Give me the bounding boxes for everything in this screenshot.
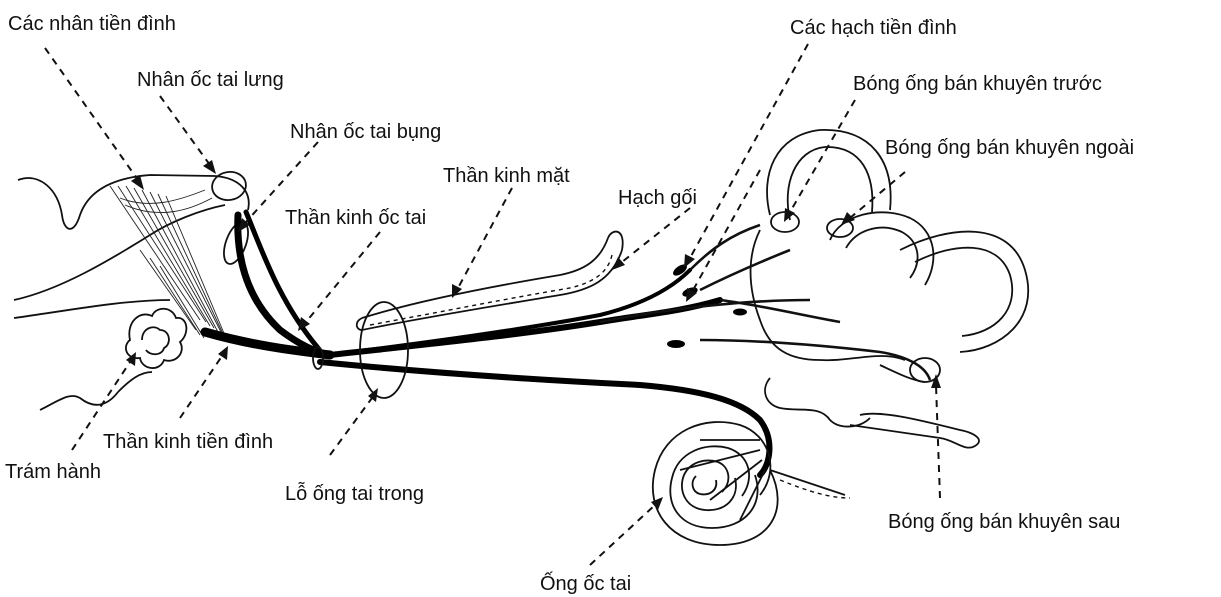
label-vestibular-nuclei: Các nhân tiền đình [8, 13, 176, 35]
label-olive: Trám hành [5, 461, 101, 483]
nerve-trunks [205, 212, 930, 475]
label-vestibular-ganglia: Các hạch tiền đình [790, 17, 957, 39]
label-dorsal-cochlear-nucleus: Nhân ốc tai lưng [137, 69, 284, 91]
vestibular-labyrinth [751, 130, 1029, 448]
leader-lines [45, 44, 941, 565]
facial-nerve-shape [357, 232, 623, 330]
label-internal-acoustic-meatus: Lỗ ống tai trong [285, 482, 424, 505]
label-posterior-ampulla: Bóng ống bán khuyên sau [888, 511, 1120, 533]
label-cochlea: Ống ốc tai [540, 571, 631, 595]
brainstem-outline [14, 175, 249, 410]
label-anterior-ampulla: Bóng ống bán khuyên trước [853, 73, 1102, 95]
label-lateral-ampulla: Bóng ống bán khuyên ngoài [885, 137, 1134, 159]
label-ventral-cochlear-nucleus: Nhân ốc tai bụng [290, 121, 441, 143]
label-facial-nerve: Thần kinh mặt [443, 165, 570, 187]
label-geniculate-ganglion: Hạch gối [618, 187, 697, 209]
cochlea-shape [653, 422, 850, 545]
label-cochlear-nerve: Thần kinh ốc tai [285, 207, 426, 229]
label-vestibular-nerve: Thần kinh tiền đình [103, 431, 273, 453]
